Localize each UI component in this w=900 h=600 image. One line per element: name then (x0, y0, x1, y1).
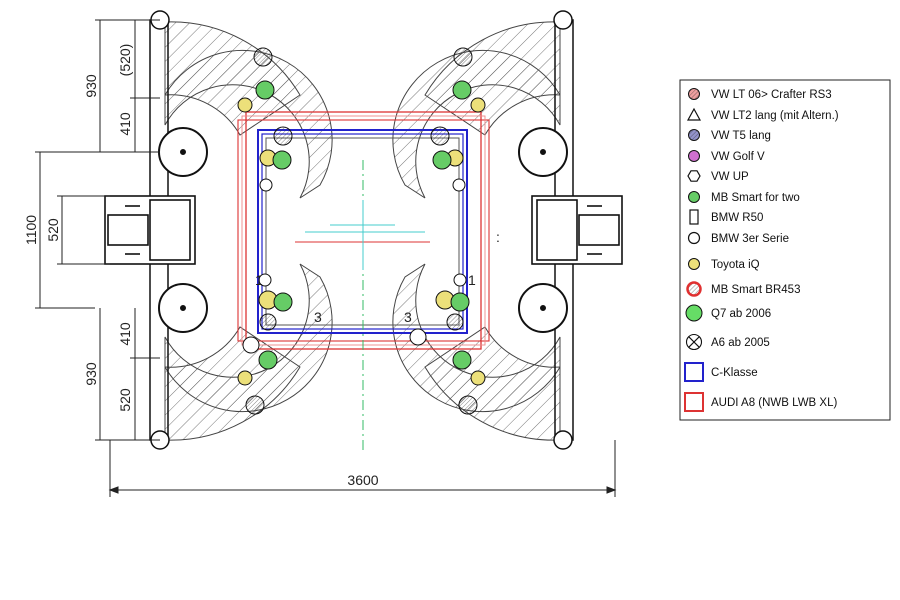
mark-num-right: 1 (468, 272, 476, 288)
legend: VW LT 06> Crafter RS3 VW LT2 lang (mit Al… (679, 79, 891, 421)
pick-up-markers (237, 47, 486, 415)
legend-item: VW LT2 lang (mit Altern.) (686, 107, 839, 122)
legend-label: VW Golf V (711, 151, 765, 163)
legend-label: VW LT 06> Crafter RS3 (711, 89, 832, 101)
legend-item: C-Klasse (684, 362, 758, 382)
legend-label: Toyota iQ (711, 259, 760, 271)
legend-label: AUDI A8 (NWB LWB XL) (711, 397, 837, 409)
legend-label: VW LT2 lang (mit Altern.) (711, 110, 839, 122)
arm-sector-top-right-inner (392, 49, 561, 199)
legend-box (679, 79, 891, 421)
legend-item: MB Smart BR453 (686, 281, 800, 297)
dimension-lines (35, 19, 617, 497)
arm-sector-bottom-right-inner (392, 263, 561, 413)
column-end-bottom-right (553, 430, 573, 450)
legend-item: Q7 ab 2006 (685, 304, 771, 322)
legend-label: C-Klasse (711, 367, 758, 379)
legend-item: BMW 3er Serie (687, 231, 789, 245)
legend-symbol (686, 281, 702, 297)
legend-symbol (688, 150, 700, 162)
mark-num-left: 1 (255, 272, 263, 288)
legend-item: VW T5 lang (688, 129, 771, 142)
carriage-units (104, 195, 623, 265)
legend-symbol (686, 107, 702, 121)
legend-symbol (687, 170, 701, 182)
arm-sector-top-left-inner (164, 49, 333, 199)
dim-top-outer: 930 (83, 74, 99, 98)
legend-item: MB Smart for two (688, 191, 800, 204)
dim-bottom-upper: 410 (117, 322, 133, 346)
legend-symbol (688, 191, 700, 203)
arm-sectors (164, 21, 561, 441)
legend-label: MB Smart for two (711, 192, 800, 204)
legend-label: A6 ab 2005 (711, 337, 770, 349)
center-lines (295, 160, 430, 450)
legend-symbol (685, 333, 703, 351)
legend-item: VW Golf V (688, 150, 765, 163)
legend-symbol (689, 209, 699, 225)
dim-height-center: 1100 (23, 215, 39, 245)
legend-label: VW UP (711, 171, 749, 183)
legend-label: BMW R50 (711, 212, 763, 224)
mark-num-mid-right: 3 (404, 309, 412, 325)
legend-item: A6 ab 2005 (685, 333, 770, 351)
mark-num-mid-left: 3 (314, 309, 322, 325)
legend-symbol (684, 362, 704, 382)
dim-top-lower: 410 (117, 112, 133, 136)
legend-symbol (687, 231, 701, 245)
legend-label: MB Smart BR453 (711, 284, 800, 296)
legend-symbol (685, 304, 703, 322)
legend-item: VW LT 06> Crafter RS3 (688, 88, 832, 101)
legend-label: BMW 3er Serie (711, 233, 789, 245)
dim-center-inner: 520 (45, 218, 61, 242)
legend-symbol (688, 129, 700, 141)
mark-colon: : (496, 229, 500, 245)
legend-symbol (688, 88, 700, 100)
legend-label: Q7 ab 2006 (711, 308, 771, 320)
legend-item: VW UP (687, 170, 749, 183)
dim-bottom-outer: 930 (83, 362, 99, 386)
legend-item: AUDI A8 (NWB LWB XL) (684, 392, 837, 412)
outline-c-klasse (257, 129, 468, 334)
column-end-top-right (553, 10, 573, 30)
arm-sector-bottom-left-inner (164, 263, 333, 413)
dim-width-total: 3600 (347, 472, 378, 488)
legend-item: Toyota iQ (688, 258, 760, 271)
legend-symbol (684, 392, 704, 412)
dim-bottom-lower: 520 (117, 388, 133, 412)
lifting-pads (158, 127, 568, 333)
legend-label: VW T5 lang (711, 130, 771, 142)
dim-top-upper: (520) (117, 44, 133, 77)
legend-symbol (688, 258, 700, 270)
legend-item: BMW R50 (689, 209, 763, 225)
